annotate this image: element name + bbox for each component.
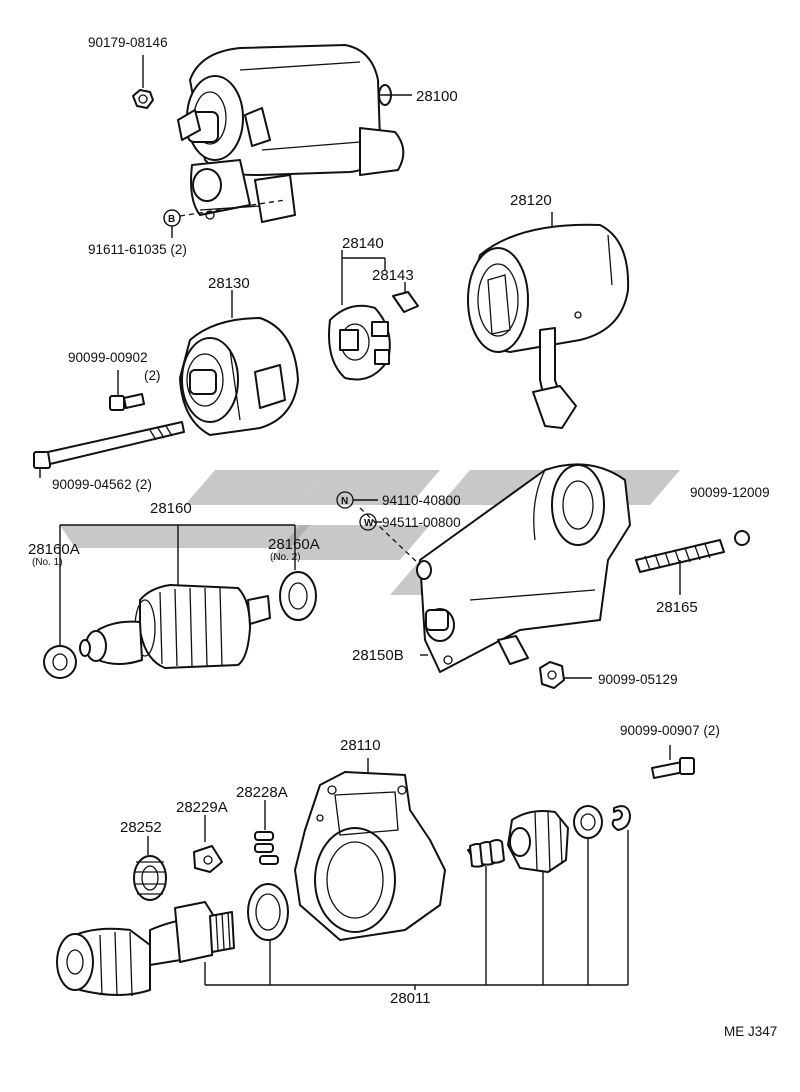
label-28143: 28143 bbox=[372, 267, 414, 284]
symbol-w: W bbox=[364, 518, 374, 529]
label-28252: 28252 bbox=[120, 819, 162, 836]
brush-holder-28140 bbox=[328, 250, 391, 381]
label-90099-04562: 90099-04562 (2) bbox=[52, 477, 152, 492]
clutch-gear-28011 bbox=[56, 901, 235, 997]
diagram-code: ME J347 bbox=[724, 1024, 777, 1039]
label-28110: 28110 bbox=[340, 737, 381, 754]
yoke-28120 bbox=[467, 212, 630, 429]
label-28160A-no1: 28160A bbox=[28, 541, 80, 558]
bearing-28160A-no2 bbox=[279, 571, 317, 621]
rollers-28228A bbox=[254, 800, 279, 865]
end-frame-28130 bbox=[179, 290, 299, 436]
label-28160A-no1-note: (No. 1) bbox=[32, 557, 63, 568]
armature-28160 bbox=[59, 524, 296, 669]
label-28120: 28120 bbox=[510, 192, 552, 209]
label-28130: 28130 bbox=[208, 275, 250, 292]
label-90099-00902: 90099-00902 bbox=[68, 350, 148, 365]
symbol-n: N bbox=[341, 496, 348, 507]
label-90099-00902-qty: (2) bbox=[144, 368, 161, 383]
nut-washer-ref bbox=[336, 491, 421, 566]
label-28140: 28140 bbox=[342, 235, 384, 252]
seal-28011-a bbox=[247, 883, 289, 941]
housing-28150B bbox=[416, 463, 631, 673]
label-90099-12009: 90099-12009 bbox=[690, 485, 770, 500]
through-bolt-90099-04562 bbox=[33, 421, 185, 478]
bracket-28011 bbox=[204, 830, 629, 990]
nut-90099-05129 bbox=[539, 661, 592, 689]
label-90099-00907: 90099-00907 (2) bbox=[620, 723, 720, 738]
label-28228A: 28228A bbox=[236, 784, 288, 801]
label-94511-00800: 94511-00800 bbox=[382, 515, 461, 530]
label-28100: 28100 bbox=[416, 88, 458, 105]
label-28160A-no2-note: (No. 2) bbox=[270, 552, 301, 563]
pinion-gear-28011 bbox=[507, 810, 569, 873]
starter-assembly-28100 bbox=[177, 44, 405, 223]
label-91611-61035: 91611-61035 (2) bbox=[88, 242, 187, 257]
spring-28165 bbox=[635, 539, 725, 595]
drive-housing-28110 bbox=[294, 758, 446, 941]
clip-28143 bbox=[392, 282, 419, 313]
ring-90099-12009 bbox=[734, 530, 750, 546]
label-28150B: 28150B bbox=[352, 647, 404, 664]
symbol-b-circle bbox=[163, 209, 181, 227]
bolt-90099-00907 bbox=[651, 745, 695, 779]
label-28160A-no2: 28160A bbox=[268, 536, 320, 553]
label-94110-40800: 94110-40800 bbox=[382, 493, 461, 508]
bearing-28160A-no1 bbox=[43, 645, 77, 679]
snap-ring-28011 bbox=[611, 805, 631, 831]
label-28011: 28011 bbox=[390, 990, 431, 1007]
nut-90179-08146 bbox=[132, 55, 154, 109]
label-28165: 28165 bbox=[656, 599, 698, 616]
pinion-spring-28011 bbox=[467, 839, 505, 868]
stop-collar-28011 bbox=[573, 805, 603, 839]
label-28160: 28160 bbox=[150, 500, 192, 517]
gear-28252 bbox=[133, 836, 167, 901]
label-90179-08146: 90179-08146 bbox=[88, 35, 168, 50]
retainer-28229A bbox=[193, 815, 223, 873]
label-28229A: 28229A bbox=[176, 799, 228, 816]
label-90099-05129: 90099-05129 bbox=[598, 672, 678, 687]
symbol-b: B bbox=[168, 214, 175, 225]
bolt-90099-00902 bbox=[109, 370, 145, 411]
